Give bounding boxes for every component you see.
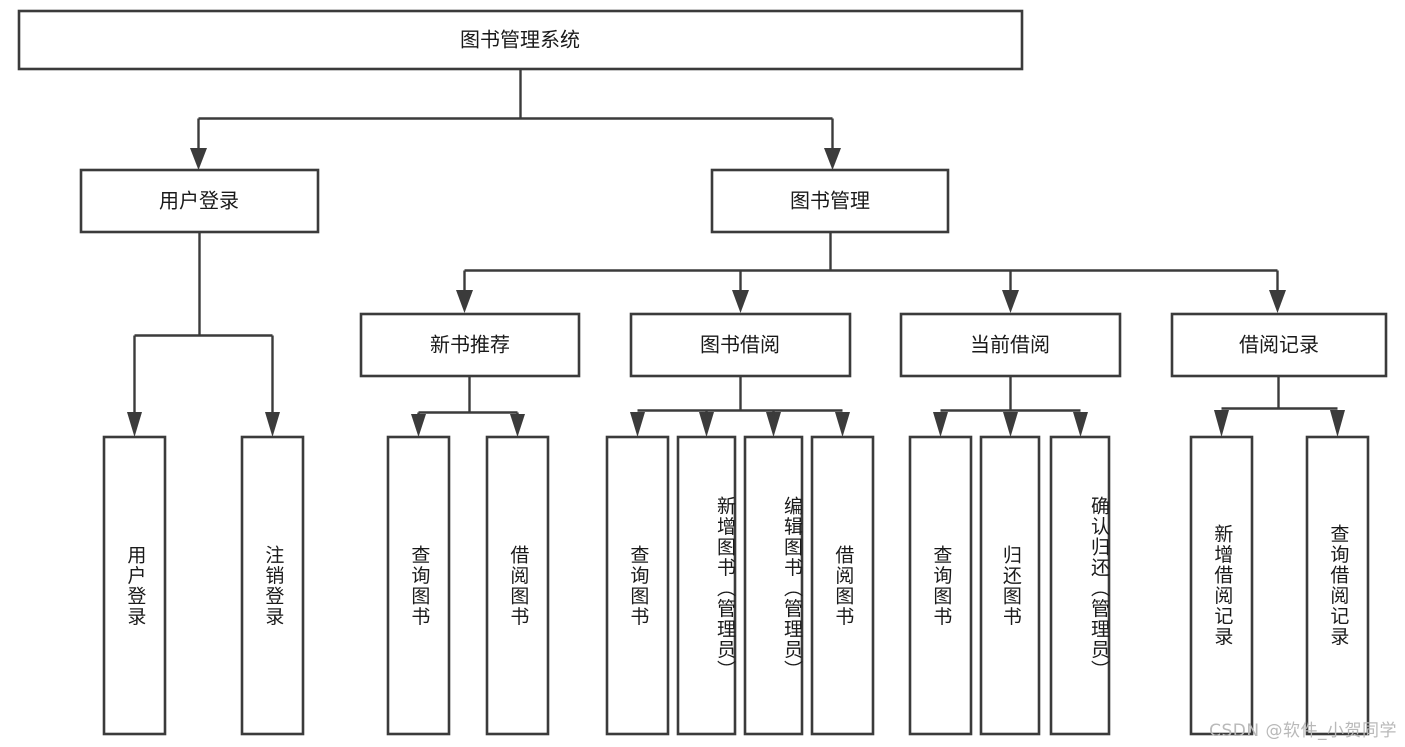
arrow-head-user-login bbox=[190, 148, 207, 170]
node-box-leaf-query-record[interactable] bbox=[1305, 435, 1370, 736]
arrow-head-leaf-query-book-2 bbox=[630, 412, 645, 437]
arrow-head-book-borrow bbox=[732, 290, 749, 313]
arrow-head-leaf-borrow-book-2 bbox=[835, 412, 850, 437]
arrow-head-leaf-query-book-1 bbox=[411, 414, 426, 437]
connector-group-new-book-leaves bbox=[411, 376, 525, 437]
node-box-book-borrow[interactable] bbox=[629, 312, 852, 378]
node-box-leaf-query-book-3[interactable] bbox=[908, 435, 973, 736]
arrow-head-book-manage bbox=[824, 148, 841, 170]
node-box-leaf-borrow-book-2[interactable] bbox=[810, 435, 875, 736]
connector-group-root-to-level2 bbox=[190, 69, 841, 170]
node-label-book-borrow: 图书借阅 bbox=[700, 333, 780, 357]
node-box-leaf-add-record[interactable] bbox=[1189, 435, 1254, 736]
node-box-leaf-borrow-book-1[interactable] bbox=[485, 435, 550, 736]
node-label-new-book-recommend: 新书推荐 bbox=[430, 333, 510, 357]
connector-group-book-manage-to-level3 bbox=[456, 232, 1286, 313]
arrow-head-leaf-confirm-return bbox=[1073, 412, 1088, 437]
node-label-book-manage: 图书管理 bbox=[790, 189, 870, 213]
node-label-current-borrow: 当前借阅 bbox=[970, 333, 1050, 357]
node-box-book-manage[interactable] bbox=[710, 168, 950, 234]
node-box-borrow-record[interactable] bbox=[1170, 312, 1388, 378]
arrow-head-leaf-user-login bbox=[127, 412, 142, 437]
connector-group-current-borrow-leaves bbox=[933, 376, 1088, 437]
arrow-head-new-book bbox=[456, 290, 473, 313]
arrow-head-leaf-query-record bbox=[1330, 410, 1345, 437]
node-box-leaf-query-book-2[interactable] bbox=[605, 435, 670, 736]
node-box-leaf-add-book[interactable] bbox=[676, 435, 737, 736]
arrow-head-leaf-borrow-book-1 bbox=[510, 414, 525, 437]
node-box-leaf-logout[interactable] bbox=[240, 435, 305, 736]
arrow-head-leaf-add-record bbox=[1214, 410, 1229, 437]
node-box-leaf-confirm-return[interactable] bbox=[1049, 435, 1111, 736]
arrow-head-leaf-logout bbox=[265, 412, 280, 437]
connector-group-book-borrow-leaves bbox=[630, 376, 850, 437]
node-label-user-login: 用户登录 bbox=[159, 189, 239, 213]
node-box-root[interactable] bbox=[17, 9, 1024, 71]
node-box-leaf-user-login[interactable] bbox=[102, 435, 167, 736]
connector-group-user-login-leaves bbox=[127, 232, 280, 437]
node-box-leaf-return-book[interactable] bbox=[979, 435, 1041, 736]
node-box-current-borrow[interactable] bbox=[899, 312, 1122, 378]
arrow-head-leaf-query-book-3 bbox=[933, 412, 948, 437]
node-box-user-login[interactable] bbox=[79, 168, 320, 234]
node-label-root: 图书管理系统 bbox=[460, 28, 580, 52]
arrow-head-leaf-add-book bbox=[699, 412, 714, 437]
node-box-leaf-query-book-1[interactable] bbox=[386, 435, 451, 736]
csdn-watermark: CSDN @软件_小贺同学 bbox=[1209, 721, 1397, 741]
node-box-leaf-edit-book[interactable] bbox=[743, 435, 804, 736]
node-label-borrow-record: 借阅记录 bbox=[1239, 333, 1319, 357]
arrow-head-leaf-edit-book bbox=[766, 412, 781, 437]
arrow-head-leaf-return-book bbox=[1003, 412, 1018, 437]
arrow-head-borrow-record bbox=[1269, 290, 1286, 313]
arrow-head-current-borrow bbox=[1002, 290, 1019, 313]
node-box-new-book-recommend[interactable] bbox=[359, 312, 581, 378]
connector-group-borrow-record-leaves bbox=[1214, 376, 1345, 437]
